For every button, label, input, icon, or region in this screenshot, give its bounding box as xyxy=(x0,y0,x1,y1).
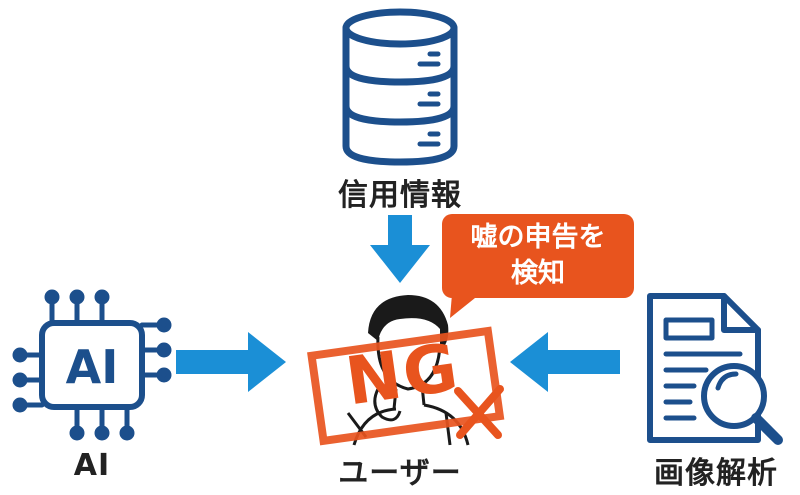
ng-stamp-text: NG xyxy=(341,328,465,421)
arrow-right xyxy=(176,332,286,392)
person-icon xyxy=(307,295,505,446)
credit-info-label: 信用情報 xyxy=(338,178,462,213)
arrow-left xyxy=(510,332,620,392)
database-icon xyxy=(342,8,458,166)
callout-line-1: 嘘の申告を xyxy=(470,222,606,253)
arrow-down xyxy=(370,215,430,283)
ai-chip-text: AI xyxy=(65,340,119,394)
ai-label: AI xyxy=(73,448,111,483)
speech-bubble xyxy=(442,214,634,318)
ai-chip-icon xyxy=(12,289,172,441)
callout-line-2: 検知 xyxy=(511,258,565,289)
document-magnifier-icon xyxy=(647,293,783,445)
image-analysis-label: 画像解析 xyxy=(654,456,778,491)
user-label: ユーザー xyxy=(338,456,462,491)
